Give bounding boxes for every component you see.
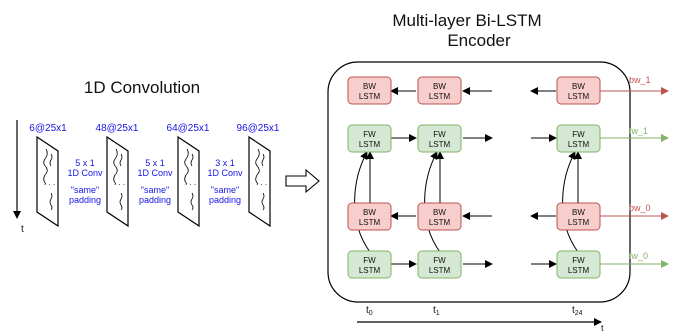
- fw-lstm-l1-t0: FW LSTM: [347, 124, 392, 153]
- output-label-bw1: bw_1: [629, 75, 651, 85]
- conv-op-3-kernel: 3 x 1: [215, 158, 235, 168]
- lstm-axis-label: t: [601, 323, 604, 332]
- svg-text:BW: BW: [363, 82, 376, 91]
- conv-op-3-type: 1D Conv: [207, 168, 243, 178]
- svg-text:BW: BW: [433, 208, 446, 217]
- lstm-title-line1: Multi-layer Bi-LSTM: [392, 11, 541, 30]
- fw-lstm-l0-t1: FW LSTM: [417, 250, 462, 279]
- layer-connections: [354, 151, 582, 253]
- conv-op-2: 5 x 1 1D Conv "same" padding: [137, 158, 173, 205]
- svg-text:FW: FW: [572, 130, 585, 139]
- row-arrows: [390, 87, 557, 268]
- transition-arrow: [285, 168, 320, 194]
- conv-op-1-pad2: padding: [69, 195, 101, 205]
- svg-text:LSTM: LSTM: [568, 92, 590, 101]
- conv-op-3-pad2: padding: [209, 195, 241, 205]
- svg-text:LSTM: LSTM: [429, 92, 451, 101]
- svg-text:LSTM: LSTM: [429, 218, 451, 227]
- fw-lstm-l1-t1: FW LSTM: [417, 124, 462, 153]
- svg-text:BW: BW: [572, 208, 585, 217]
- conv-op-2-kernel: 5 x 1: [145, 158, 165, 168]
- fw-lstm-l0-t0: FW LSTM: [347, 250, 392, 279]
- output-label-fw1: fw_1: [629, 126, 648, 136]
- bw-lstm-l1-t1: BW LSTM: [417, 76, 462, 105]
- shape-label-2: 48@25x1: [96, 123, 139, 134]
- time-label-t1: t1: [433, 305, 440, 317]
- bw-lstm-l0-t1: BW LSTM: [417, 202, 462, 231]
- conv-op-2-pad2: padding: [139, 195, 171, 205]
- conv-op-1: 5 x 1 1D Conv "same" padding: [67, 158, 103, 205]
- conv-title: 1D Convolution: [84, 78, 200, 97]
- encoder-container: [327, 61, 631, 303]
- svg-text:. . .: . . .: [256, 178, 267, 187]
- svg-text:LSTM: LSTM: [429, 140, 451, 149]
- conv-op-1-pad1: "same": [71, 185, 99, 195]
- svg-text:LSTM: LSTM: [359, 140, 381, 149]
- svg-text:FW: FW: [363, 256, 376, 265]
- svg-text:LSTM: LSTM: [568, 266, 590, 275]
- shape-label-3: 64@25x1: [167, 123, 210, 134]
- conv-time-label: t: [21, 224, 24, 235]
- svg-text:LSTM: LSTM: [568, 140, 590, 149]
- output-label-fw0: fw_0: [629, 251, 648, 261]
- svg-text:FW: FW: [363, 130, 376, 139]
- feature-map-4: . . .: [248, 135, 271, 228]
- time-label-t24: t24: [572, 305, 583, 317]
- svg-text:BW: BW: [572, 82, 585, 91]
- conv-op-3-pad1: "same": [211, 185, 239, 195]
- conv-op-2-type: 1D Conv: [137, 168, 173, 178]
- svg-text:BW: BW: [363, 208, 376, 217]
- fw-lstm-l1-t24: FW LSTM: [556, 124, 601, 153]
- feature-map-1: . . .: [36, 135, 59, 228]
- bw-lstm-l1-t24: BW LSTM: [556, 76, 601, 105]
- bw-lstm-l0-t24: BW LSTM: [556, 202, 601, 231]
- svg-text:FW: FW: [433, 256, 446, 265]
- feature-map-3: . . .: [177, 135, 200, 228]
- conv-op-3: 3 x 1 1D Conv "same" padding: [207, 158, 243, 205]
- conv-op-1-type: 1D Conv: [67, 168, 103, 178]
- svg-text:FW: FW: [433, 130, 446, 139]
- svg-text:. . .: . . .: [185, 178, 196, 187]
- conv-op-2-pad1: "same": [141, 185, 169, 195]
- svg-text:LSTM: LSTM: [359, 92, 381, 101]
- svg-text:. . .: . . .: [114, 178, 125, 187]
- bw-lstm-l1-t0: BW LSTM: [347, 76, 392, 105]
- svg-text:. . .: . . .: [44, 178, 55, 187]
- output-label-bw0: bw_0: [629, 203, 651, 213]
- svg-text:LSTM: LSTM: [568, 218, 590, 227]
- fw-lstm-l0-t24: FW LSTM: [556, 250, 601, 279]
- shape-label-1: 6@25x1: [29, 123, 67, 134]
- svg-text:LSTM: LSTM: [359, 218, 381, 227]
- svg-text:LSTM: LSTM: [359, 266, 381, 275]
- time-label-t0: t0: [366, 305, 373, 317]
- lstm-title-line2: Encoder: [447, 31, 511, 50]
- conv-op-1-kernel: 5 x 1: [75, 158, 95, 168]
- shape-label-4: 96@25x1: [237, 123, 280, 134]
- feature-map-2: . . .: [106, 135, 129, 228]
- svg-text:LSTM: LSTM: [429, 266, 451, 275]
- bw-lstm-l0-t0: BW LSTM: [347, 202, 392, 231]
- svg-text:FW: FW: [572, 256, 585, 265]
- output-arrows: [600, 87, 669, 268]
- svg-text:BW: BW: [433, 82, 446, 91]
